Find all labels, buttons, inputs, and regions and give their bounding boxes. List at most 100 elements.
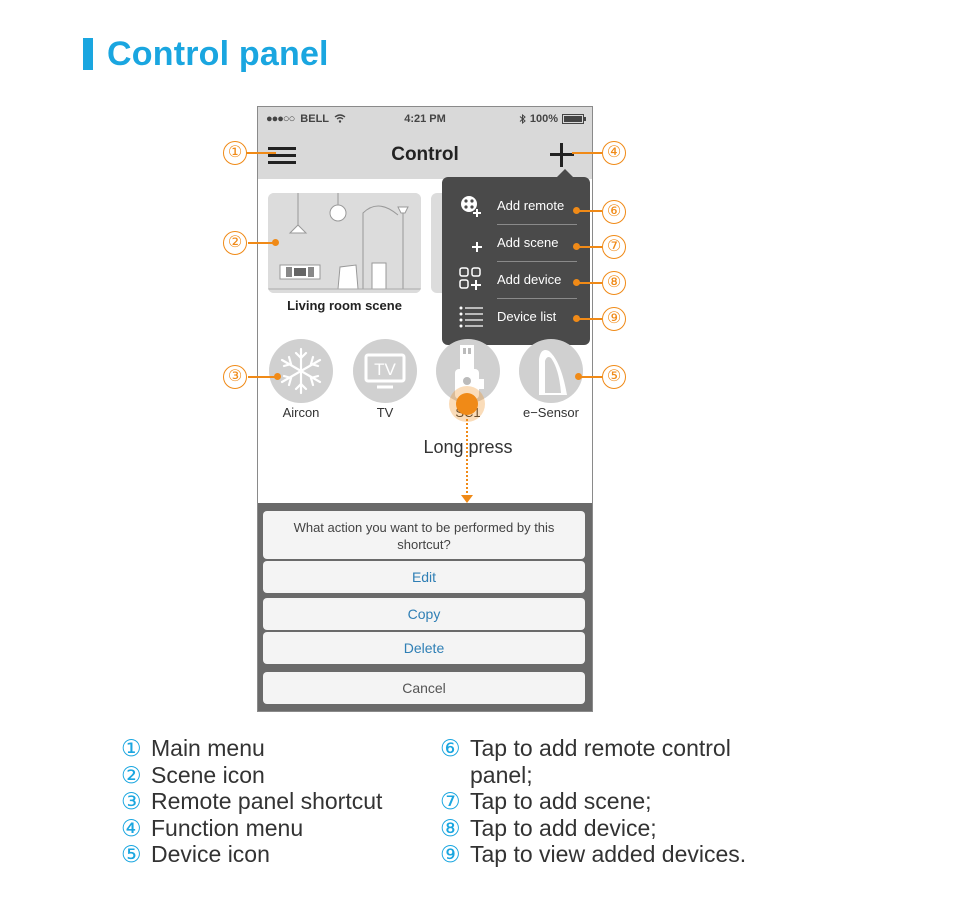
status-bar: ●●●○○ BELL 4:21 PM 100% [258, 107, 592, 131]
long-press-label: Long press [423, 437, 513, 457]
device-e-sensor[interactable]: e−Sensor [516, 339, 586, 420]
living-room-illustration [268, 193, 421, 293]
callout-dot-5 [575, 373, 582, 380]
legend-number: ② [121, 761, 142, 788]
action-sheet: What action you want to be performed by … [258, 503, 592, 711]
device-label: TV [376, 405, 394, 420]
device-circle [519, 339, 583, 403]
sc1-device-icon [455, 345, 484, 399]
device-sc1[interactable]: SC1 [433, 339, 503, 420]
main-menu-button[interactable] [268, 147, 296, 165]
wifi-icon [334, 114, 346, 123]
device-label: e−Sensor [522, 405, 579, 420]
callout-dot-6 [573, 207, 580, 214]
legend-text: Scene icon [151, 761, 265, 788]
battery-fill [564, 116, 582, 122]
arrow-down-icon [461, 495, 473, 503]
device-tv[interactable]: TV TV [350, 339, 420, 420]
heading-accent-bar [83, 38, 93, 70]
scene-label: Living room scene [287, 298, 402, 313]
device-add-icon [459, 267, 481, 290]
signal-dots-icon: ●●●○○ [266, 113, 295, 125]
dropdown-caret [557, 169, 573, 177]
legend-text: Main menu [151, 735, 265, 761]
callout-dot-3 [274, 373, 281, 380]
add-remote-item[interactable]: Add remote [442, 187, 590, 223]
device-list-item[interactable]: Device list [442, 298, 590, 334]
device-circle [436, 339, 500, 403]
delete-button[interactable]: Delete [263, 632, 585, 664]
callout-line-2 [248, 242, 276, 244]
legend-text: Tap to add device; [470, 814, 657, 841]
callout-line-1 [246, 152, 276, 154]
device-circle: TV [353, 339, 417, 403]
callout-line-7 [576, 246, 602, 248]
edit-button[interactable]: Edit [263, 561, 585, 593]
callout-line-8 [576, 282, 602, 284]
sensor-icon [539, 350, 567, 395]
bluetooth-icon [519, 114, 526, 124]
dropdown-divider [497, 261, 577, 262]
legend-text: Device icon [151, 841, 270, 867]
legend-number: ③ [121, 788, 142, 814]
legend-number: ⑤ [121, 841, 142, 867]
copy-button[interactable]: Copy [263, 598, 585, 630]
dropdown-divider [497, 298, 577, 299]
legend-row: ⑧ Tap to add device; [440, 815, 746, 842]
callout-line-3 [248, 376, 278, 378]
legend-row: ⑤ Device icon [121, 841, 382, 868]
callout-8: ⑧ [602, 271, 626, 295]
list-icon [459, 306, 483, 328]
callout-line-6 [576, 210, 602, 212]
add-device-item[interactable]: Add device [442, 261, 590, 297]
legend-text: Tap to view added devices. [470, 841, 747, 867]
dropdown-divider [497, 224, 577, 225]
legend-text: Function menu [151, 814, 304, 841]
callout-dot-2 [272, 239, 279, 246]
add-scene-item[interactable]: Add scene [442, 224, 590, 260]
add-scene-label: Add scene [497, 234, 559, 250]
snowflake-icon [280, 347, 322, 395]
callout-line-9 [576, 318, 602, 320]
legend-text-continued: panel; [470, 761, 533, 788]
phone-screen: ●●●○○ BELL 4:21 PM 100% Control [257, 106, 593, 712]
legend-number: ① [121, 735, 142, 761]
legend-number: ⑧ [440, 814, 461, 841]
device-aircon[interactable]: Aircon [266, 339, 336, 420]
device-label: Aircon [282, 405, 320, 420]
device-circle [269, 339, 333, 403]
page-title: Control panel [107, 34, 329, 73]
callout-4: ④ [602, 141, 626, 165]
callout-5: ⑤ [602, 365, 626, 389]
function-menu-button[interactable] [550, 143, 574, 167]
scene-card-living-room[interactable] [268, 193, 421, 293]
legend-number: ⑥ [440, 735, 461, 761]
add-remote-label: Add remote [497, 197, 565, 213]
legend-number: ⑨ [440, 841, 461, 867]
carrier: ●●●○○ BELL [266, 113, 346, 125]
legend-number: ⑦ [440, 788, 461, 814]
legend-row: ⑨ Tap to view added devices. [440, 841, 746, 868]
action-sheet-question: What action you want to be performed by … [263, 511, 585, 559]
callout-9: ⑨ [602, 307, 626, 331]
carrier-name: BELL [300, 113, 329, 125]
callout-line-5 [578, 376, 602, 378]
nav-bar: Control [258, 131, 592, 179]
battery-icon [562, 114, 586, 124]
callout-1: ① [223, 141, 247, 165]
callout-line-4 [572, 152, 602, 154]
cancel-button[interactable]: Cancel [263, 672, 585, 704]
callout-7: ⑦ [602, 235, 626, 259]
nav-title: Control [391, 144, 459, 165]
legend-row: ① Main menu [121, 735, 382, 762]
battery-percent: 100% [529, 113, 558, 125]
tv-icon-text: TV [374, 360, 396, 379]
callout-dot-8 [573, 279, 580, 286]
callout-dot-7 [573, 243, 580, 250]
callout-6: ⑥ [602, 200, 626, 224]
